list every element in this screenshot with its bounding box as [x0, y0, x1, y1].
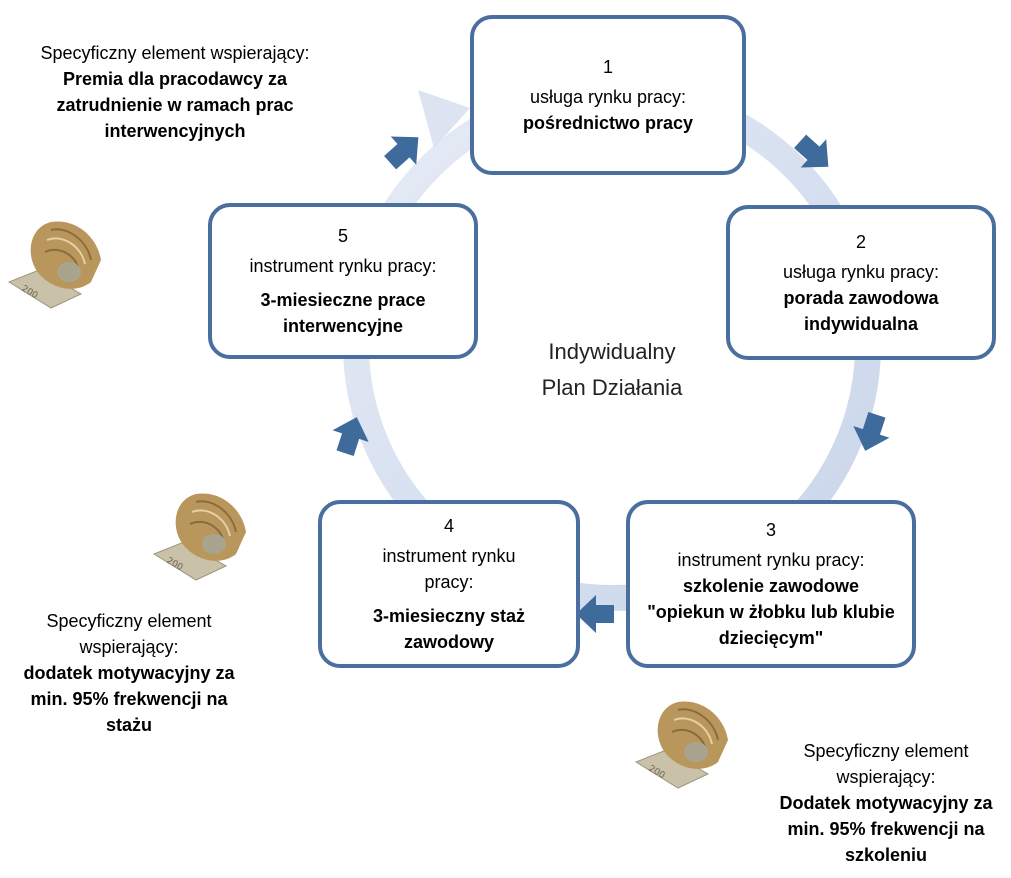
center-label-line2: Plan Działania	[541, 375, 683, 400]
money-roll-icon: 200	[634, 701, 728, 789]
step-number: 2	[855, 231, 866, 252]
money-roll-icon: 200	[7, 221, 101, 309]
step-type: usługa rynku pracy:	[782, 261, 940, 282]
money-roll-icon: 200	[152, 493, 246, 581]
step-name: 3-miesieczny staż zawodowy	[372, 606, 526, 652]
ring-arrowhead	[418, 90, 470, 148]
center-label-line1: Indywidualny	[548, 339, 676, 364]
step-type: instrument rynku pracy:	[249, 256, 437, 276]
note-bottom-left: Specyficzny element wspierający: dodatek…	[4, 608, 254, 738]
step-number: 4	[443, 516, 454, 536]
step-number: 3	[765, 520, 776, 540]
note-top-left: Specyficzny element wspierający: Premia …	[40, 40, 310, 144]
step-name: pośrednictwo pracy	[522, 113, 694, 133]
step-box-4: 4 instrument rynku pracy: 3-miesieczny s…	[318, 500, 580, 668]
step-box-3: 3 instrument rynku pracy: szkolenie zawo…	[626, 500, 916, 668]
note-bold: dodatek motywacyjny za min. 95% frekwenc…	[23, 663, 235, 735]
note-bold: Premia dla pracodawcy za zatrudnienie w …	[56, 69, 294, 141]
step-box-2: 2 usługa rynku pracy: porada zawodowa in…	[726, 205, 996, 360]
arrow-1-to-2	[794, 134, 829, 168]
note-prefix: Specyficzny element wspierający:	[40, 43, 310, 63]
step-box-1: 1 usługa rynku pracy: pośrednictwo pracy	[470, 15, 746, 175]
note-bottom-right: Specyficzny element wspierający: Dodatek…	[762, 738, 1010, 868]
step-type: instrument rynku pracy:	[677, 550, 865, 570]
arrow-3-to-4	[576, 595, 614, 633]
step-number: 5	[337, 226, 348, 246]
note-prefix: Specyficzny element wspierający:	[803, 741, 969, 787]
step-name: porada zawodowa indywidualna	[783, 287, 939, 334]
arrow-4-to-5	[332, 417, 369, 456]
arrow-2-to-3	[853, 412, 890, 451]
note-bold: Dodatek motywacyjny za min. 95% frekwenc…	[779, 793, 993, 865]
step-number: 1	[602, 57, 613, 77]
center-label: Indywidualny Plan Działania	[512, 334, 712, 406]
step-name: szkolenie zawodowe "opiekun w żłobku lub…	[647, 576, 895, 648]
step-name: 3-miesieczne prace interwencyjne	[260, 290, 426, 336]
step-type: instrument rynku pracy:	[382, 546, 516, 592]
step-box-5: 5 instrument rynku pracy: 3-miesieczne p…	[208, 203, 478, 359]
note-prefix: Specyficzny element wspierający:	[46, 611, 212, 657]
arrow-5-to-1	[384, 136, 419, 170]
step-type: usługa rynku pracy:	[529, 87, 687, 107]
